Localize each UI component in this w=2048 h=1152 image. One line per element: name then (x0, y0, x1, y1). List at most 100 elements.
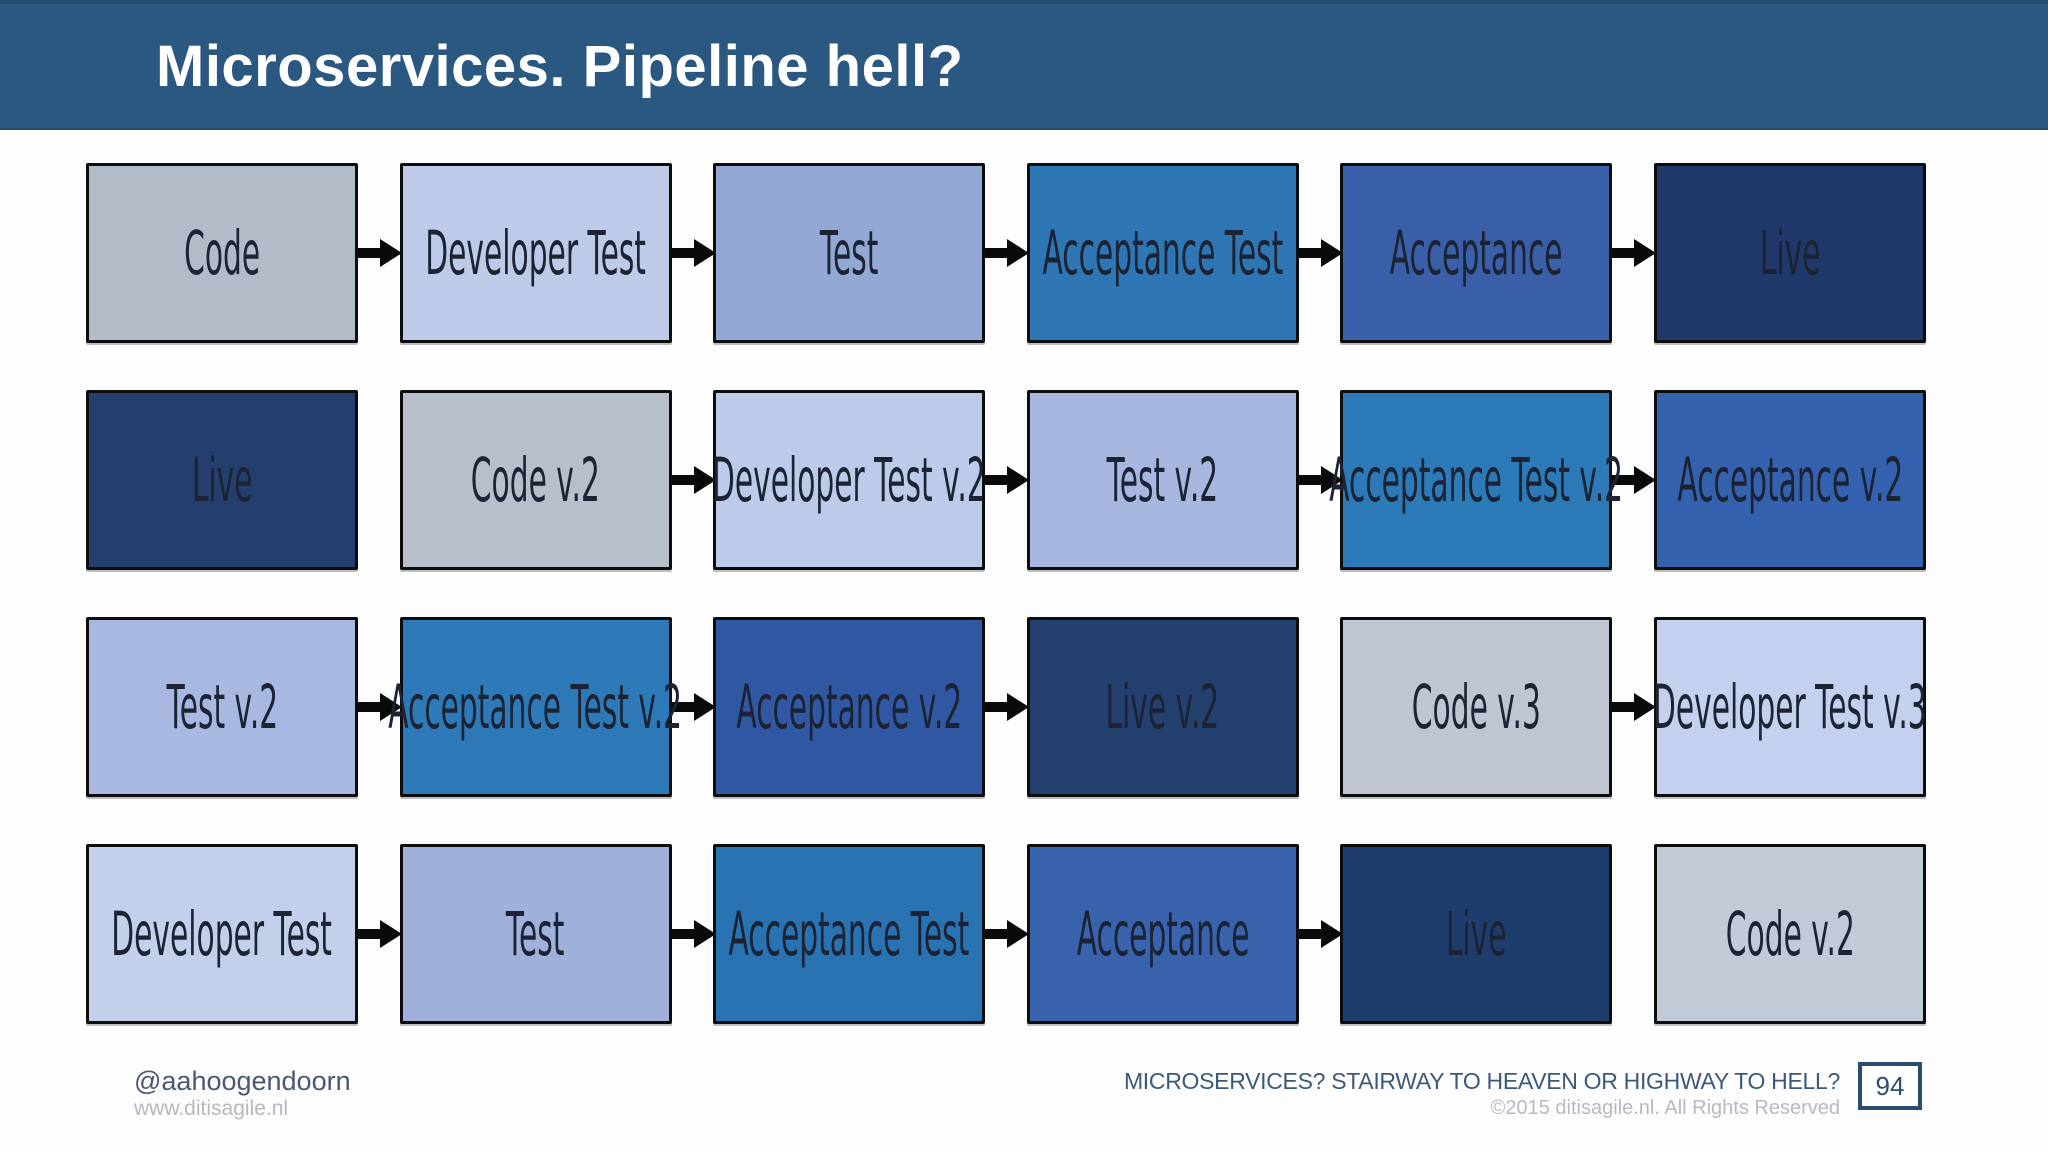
pipeline-stage-box: Acceptance (1026, 844, 1299, 1024)
arrow-zone (1298, 232, 1343, 274)
arrow-zone (985, 686, 1030, 728)
pipeline-cell: Acceptance Test (713, 844, 1030, 1024)
arrow-right-icon (985, 693, 1030, 721)
arrow-right-icon (985, 239, 1030, 267)
arrow-zone (1612, 459, 1657, 501)
footer-deck-block: MICROSERVICES? STAIRWAY TO HEAVEN OR HIG… (1124, 1068, 1840, 1120)
pipeline-stage-label: Code v.2 (1725, 898, 1855, 970)
copyright-text: ©2015 ditisagile.nl. All Rights Reserved (1490, 1096, 1840, 1119)
pipeline-cell: Developer Test (399, 163, 716, 343)
arrow-right-icon (1612, 466, 1657, 494)
pipeline-cell: Acceptance Test (1026, 163, 1343, 343)
arrow-right-icon (358, 239, 402, 267)
pipeline-cell: Developer Test v.3 (1653, 617, 1968, 797)
pipeline-stage-label: Acceptance v.2 (736, 671, 963, 743)
pipeline-row: Live Code v.2 Developer Test v.2 Test v.2 Ac… (86, 390, 1968, 570)
slide-header-bar: Microservices. Pipeline hell? (0, 0, 2048, 130)
pipeline-stage-label: Live (1446, 898, 1507, 970)
pipeline-cell: Acceptance v.2 (713, 617, 1030, 797)
pipeline-stage-box: Developer Test v.2 (712, 390, 987, 570)
arrow-right-icon (358, 693, 402, 721)
pipeline-stage-box: Acceptance Test v.2 (1329, 390, 1623, 570)
pipeline-cell: Test (399, 844, 716, 1024)
page-number-box: 94 (1858, 1062, 1922, 1110)
pipeline-stage-label: Acceptance Test v.2 (388, 671, 683, 743)
pipeline-cell: Developer Test v.2 (712, 390, 1030, 570)
pipeline-stage-label: Live (1759, 217, 1821, 289)
arrow-right-icon (671, 693, 716, 721)
pipeline-row: Test v.2 Acceptance Test v.2 Acceptance v.… (86, 617, 1968, 797)
pipeline-stage-box: Test v.2 (1026, 390, 1299, 570)
pipeline-stage-label: Acceptance v.2 (1677, 444, 1903, 516)
pipeline-cell: Code v.3 (1340, 617, 1657, 797)
page-title: Microservices. Pipeline hell? (156, 33, 964, 99)
pipeline-stage-label: Acceptance Test (1042, 217, 1284, 289)
arrow-zone (358, 686, 402, 728)
arrow-zone (985, 913, 1030, 955)
pipeline-stage-box: Developer Test v.3 (1653, 617, 1927, 797)
pipeline-stage-label: Test v.2 (166, 671, 278, 743)
pipeline-cell: Acceptance (1026, 844, 1343, 1024)
pipeline-stage-box: Test (713, 163, 986, 343)
pipeline-stage-box: Code v.2 (399, 390, 672, 570)
pipeline-stage-box: Acceptance Test (1026, 163, 1299, 343)
pipeline-stage-box: Test v.2 (86, 617, 358, 797)
pipeline-stage-box: Code v.2 (1653, 844, 1926, 1024)
arrow-right-icon (1612, 693, 1657, 721)
pipeline-stage-box: Code v.3 (1340, 617, 1613, 797)
pipeline-stage-label: Code (183, 217, 261, 289)
arrow-zone (358, 232, 402, 274)
pipeline-cell: Developer Test (86, 844, 402, 1024)
pipeline-stage-label: Live (191, 444, 253, 516)
pipeline-stage-label: Developer Test (425, 217, 646, 289)
arrow-right-icon (1298, 239, 1343, 267)
page-number: 94 (1875, 1070, 1905, 1101)
pipeline-stage-box: Acceptance v.2 (713, 617, 986, 797)
arrow-zone (1612, 686, 1657, 728)
arrow-right-icon (671, 466, 716, 494)
pipeline-stage-label: Live v.2 (1105, 671, 1220, 743)
arrow-zone (985, 459, 1030, 501)
pipeline-cell: Test v.2 (86, 617, 402, 797)
pipeline-stage-label: Acceptance Test (728, 898, 970, 970)
pipeline-stage-box: Acceptance v.2 (1653, 390, 1926, 570)
arrow-right-icon (985, 920, 1030, 948)
author-website: www.ditisagile.nl (134, 1097, 289, 1121)
pipeline-cell: Acceptance Test v.2 (389, 617, 716, 797)
footer-author-block: @aahoogendoorn www.ditisagile.nl (134, 1066, 351, 1121)
pipeline-cell: Code v.2 (1653, 844, 1968, 1024)
arrow-zone (1298, 913, 1343, 955)
pipeline-cell: Live (86, 390, 400, 570)
pipeline-stage-label: Test (819, 217, 879, 289)
arrow-zone (1298, 459, 1343, 501)
arrow-right-icon (671, 239, 716, 267)
pipeline-stage-label: Acceptance Test v.2 (1329, 444, 1624, 516)
pipeline-stage-label: Code v.3 (1411, 671, 1541, 743)
pipeline-stage-label: Code v.2 (471, 444, 601, 516)
pipeline-cell: Test (713, 163, 1030, 343)
arrow-zone (671, 913, 716, 955)
pipeline-stage-box: Acceptance (1340, 163, 1613, 343)
author-handle: @aahoogendoorn (134, 1066, 351, 1096)
pipeline-stage-box: Developer Test (399, 163, 672, 343)
pipeline-cell: Code (86, 163, 402, 343)
pipeline-stage-box: Live v.2 (1026, 617, 1299, 797)
arrow-zone (985, 232, 1030, 274)
pipeline-cell: Live (1653, 163, 1968, 343)
pipeline-cell: Live (1340, 844, 1654, 1024)
pipeline-cell: Acceptance Test v.2 (1329, 390, 1657, 570)
pipeline-cell: Live v.2 (1026, 617, 1341, 797)
pipeline-cell: Acceptance (1340, 163, 1657, 343)
arrow-right-icon (1612, 239, 1657, 267)
arrow-right-icon (1298, 920, 1343, 948)
pipeline-stage-label: Developer Test v.2 (712, 444, 987, 516)
arrow-zone (671, 232, 716, 274)
arrow-zone (1612, 232, 1657, 274)
arrow-right-icon (985, 466, 1030, 494)
pipeline-stage-box: Live (86, 390, 358, 570)
pipeline-cell: Code v.2 (399, 390, 716, 570)
pipeline-stage-box: Test (399, 844, 672, 1024)
